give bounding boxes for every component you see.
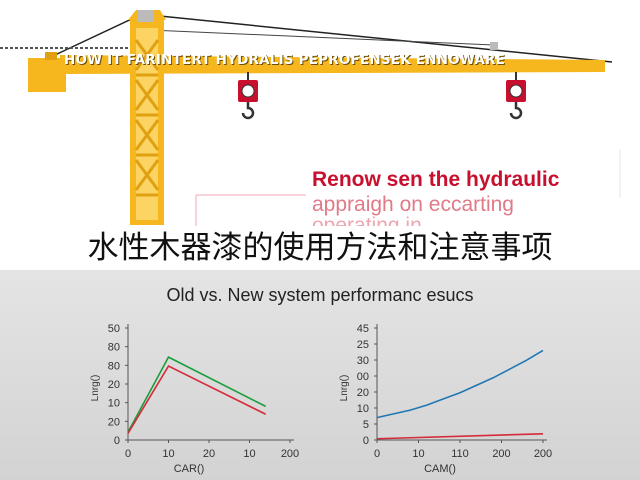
right-chart-x-tick-label: 0 [374, 448, 380, 460]
left-chart-y-tick-label: 20 [108, 416, 120, 428]
right-chart-y-tick-label: 30 [357, 355, 369, 367]
right-chart-series-red-line [376, 432, 544, 440]
left-chart-x-tick-label: 10 [162, 448, 174, 460]
hook-left-icon [238, 72, 258, 120]
headline-line-1: Renow sen the hydraulic [312, 168, 560, 191]
hook-right-icon [506, 72, 526, 120]
crane-banner: HOW IT FARINTERT HYDRALIS PEPROFENSEK EN… [64, 52, 506, 68]
chart-panel [0, 270, 640, 480]
left-chart-x-tick-label: 0 [125, 448, 131, 460]
right-chart-x-tick-label: 200 [534, 448, 552, 460]
counter-weight-cap [45, 52, 57, 60]
left-chart-y-tick-label: 0 [114, 435, 120, 447]
jib-end-marker [490, 42, 498, 50]
right-chart-x-tick-label: 10 [412, 448, 424, 460]
chinese-title: 水性木器漆的使用方法和注意事项 [0, 226, 640, 270]
left-chart-x-tick-label: 10 [243, 448, 255, 460]
left-chart-x-axis-label: CAR() [174, 463, 205, 475]
right-chart-x-axis-label: CAM() [424, 463, 456, 475]
jib-cable [149, 14, 613, 63]
chart-title: Old vs. New system performanc esucs [166, 285, 474, 305]
trolley-cable [149, 29, 495, 46]
counter-jib-cable [54, 14, 141, 56]
right-chart-y-tick-label: 00 [357, 371, 369, 383]
right-chart-series-blue-line [376, 349, 544, 419]
left-chart-y-tick-label: 80 [108, 342, 120, 354]
left-chart-y-tick-label: 80 [108, 360, 120, 372]
tower-top-box [138, 10, 154, 22]
right-chart-y-tick-label: 5 [363, 419, 369, 431]
left-chart-x-tick-label: 20 [203, 448, 215, 460]
right-chart-y-tick-label: 20 [357, 387, 369, 399]
left-chart-series-red-line [127, 365, 267, 434]
left-chart-x-tick-label: 200 [281, 448, 299, 460]
headline-line-2: appraigh on eccarting [312, 193, 514, 216]
left-chart-y-axis-label: Lnrg() [90, 375, 101, 402]
left-chart-y-tick-label: 10 [108, 398, 120, 410]
headline-line-3: operating in... [312, 214, 440, 226]
right-chart-y-tick-label: 45 [357, 323, 369, 335]
left-chart-y-tick-label: 50 [108, 323, 120, 335]
left-chart-series-green-line [127, 356, 267, 433]
counter-weight [28, 58, 66, 92]
right-chart-y-tick-label: 0 [363, 435, 369, 447]
right-chart-x-tick-label: 110 [451, 448, 469, 460]
right-chart-y-tick-label: 10 [357, 403, 369, 415]
jib-beam [60, 55, 605, 74]
right-chart-x-tick-label: 200 [492, 448, 510, 460]
left-chart-y-tick-label: 20 [108, 379, 120, 391]
right-chart-y-axis-label: Lnrg() [339, 375, 350, 402]
tower-mast [130, 20, 164, 225]
decor-frame [195, 194, 306, 232]
right-chart-y-tick-label: 25 [357, 339, 369, 351]
